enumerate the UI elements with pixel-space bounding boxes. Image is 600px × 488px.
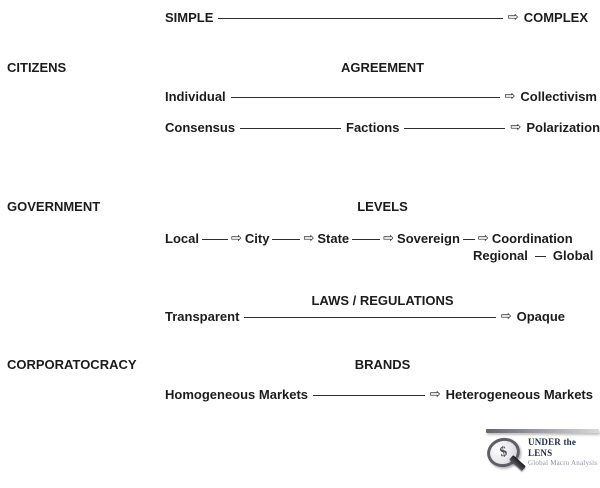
connector-line — [230, 96, 500, 98]
right-arrow-icon: ⇨ — [230, 230, 242, 246]
right-arrow-icon: ⇨ — [383, 230, 395, 246]
right-arrow-icon: ⇨ — [429, 386, 441, 402]
spectrum-right-label: Opaque — [516, 309, 565, 324]
header-brands: BRANDS — [354, 357, 411, 372]
spectrum-row-homogeneous-heterogeneous: Homogeneous Markets ⇨ Heterogeneous Mark… — [165, 387, 593, 403]
level-label-city: City — [244, 231, 270, 246]
connector-line — [462, 238, 475, 240]
logo-title: UNDER the LENS — [528, 437, 577, 458]
spectrum-right-label: Collectivism — [520, 89, 597, 104]
levels-progression-row: Local ⇨ City ⇨ State ⇨ Sovereign ⇨ Coord… — [165, 231, 573, 247]
level-label-sovereign: Sovereign — [397, 231, 460, 246]
spectrum-left-label: Individual — [165, 89, 226, 104]
connector-line — [352, 238, 381, 240]
spectrum-row-individual-collectivism: Individual ⇨ Collectivism — [165, 89, 597, 105]
connector-line — [240, 127, 342, 129]
spectrum-middle-label: Factions — [346, 120, 400, 135]
spectrum-row-consensus-polarization: Consensus Factions ⇨ Polarization — [165, 120, 600, 136]
brand-logo: $ UNDER the LENS Global Macro Analysis — [483, 429, 599, 476]
logo-text-block: UNDER the LENS Global Macro Analysis — [528, 436, 599, 476]
spectrum-left-label: Homogeneous Markets — [165, 387, 309, 402]
connector-line — [244, 316, 496, 318]
spectrum-right-label: COMPLEX — [523, 10, 588, 25]
level-label-state: State — [317, 231, 350, 246]
spectrum-left-label: Transparent — [165, 309, 240, 324]
spectrum-right-label: Polarization — [526, 120, 600, 135]
section-label-corporatocracy: CORPORATOCRACY — [7, 357, 137, 372]
right-arrow-icon: ⇨ — [507, 9, 519, 25]
magnifier-icon: $ — [483, 434, 526, 476]
connector-line — [534, 255, 546, 257]
right-arrow-icon: ⇨ — [500, 308, 512, 324]
spectrum-left-label: SIMPLE — [165, 10, 214, 25]
header-levels: LEVELS — [357, 199, 408, 214]
spectrum-left-label: Consensus — [165, 120, 236, 135]
dollar-icon: $ — [498, 443, 509, 461]
connector-line — [201, 238, 228, 240]
level-label-coordination: Coordination — [491, 231, 573, 246]
connector-line — [272, 238, 301, 240]
connector-line — [218, 17, 503, 19]
section-label-citizens: CITIZENS — [7, 60, 67, 75]
right-arrow-icon: ⇨ — [477, 230, 489, 246]
right-arrow-icon: ⇨ — [504, 88, 516, 104]
logo-subtitle: Global Macro Analysis — [528, 459, 598, 467]
header-laws-regulations: LAWS / REGULATIONS — [311, 293, 454, 308]
right-arrow-icon: ⇨ — [303, 230, 315, 246]
logo-body: $ UNDER the LENS Global Macro Analysis — [483, 434, 599, 476]
level-label-regional: Regional — [473, 248, 528, 263]
header-agreement: AGREEMENT — [340, 60, 425, 75]
level-label-global: Global — [552, 248, 594, 263]
level-label-local: Local — [165, 231, 199, 246]
spectrum-right-label: Heterogeneous Markets — [445, 387, 593, 402]
connector-line — [404, 127, 506, 129]
connector-line — [313, 394, 425, 396]
logo-gradient-bar — [486, 429, 599, 433]
spectrum-row-transparent-opaque: Transparent ⇨ Opaque — [165, 309, 565, 325]
section-label-government: GOVERNMENT — [7, 199, 101, 214]
levels-sub-row-regional-global: Regional Global — [473, 248, 593, 264]
spectrum-row-simple-complex: SIMPLE ⇨ COMPLEX — [165, 10, 588, 26]
right-arrow-icon: ⇨ — [510, 119, 522, 135]
